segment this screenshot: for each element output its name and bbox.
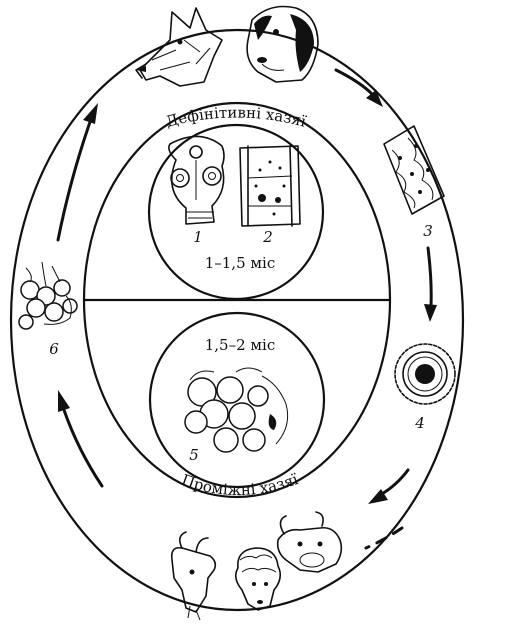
duration-intermediate-label: 1,5–2 міс <box>205 336 276 354</box>
definitive-stage-circle <box>147 123 325 301</box>
cycle-dashed-line <box>364 526 404 550</box>
cycle-arrow <box>56 103 98 242</box>
wolf-head-icon <box>135 7 223 87</box>
stage-number-3: 3 <box>423 222 433 240</box>
gravid-segment-icon <box>383 125 445 215</box>
cycle-arrow <box>424 246 437 322</box>
stage-number-6: 6 <box>49 340 59 358</box>
stage-number-2: 2 <box>262 228 273 246</box>
intermediate-stage-circle <box>148 311 326 489</box>
hydatid-cyst-drawing <box>184 367 289 453</box>
proglottid-stage-drawing <box>239 145 301 227</box>
stage-number-5: 5 <box>189 446 199 464</box>
dog-head-icon <box>246 5 319 83</box>
sheep-head-icon <box>234 547 282 611</box>
definitive-hosts-label: Дефінітивні хазяї <box>164 103 308 130</box>
egg-oncosphere-icon <box>394 343 456 405</box>
scolex-stage-drawing <box>168 135 225 225</box>
stage-number-4: 4 <box>414 414 425 432</box>
cyst-cluster-icon <box>18 261 78 330</box>
outer-cycle-ring <box>9 28 465 612</box>
goat-head-icon <box>170 531 217 621</box>
cycle-arrow <box>58 390 104 488</box>
stage-number-1: 1 <box>193 228 203 246</box>
cycle-arrow <box>334 68 383 107</box>
cycle-arrow <box>368 468 410 504</box>
duration-definitive-label: 1–1,5 міс <box>205 254 276 272</box>
intermediate-hosts-label: Проміжні хазяї <box>179 470 300 499</box>
cow-head-icon <box>276 511 343 573</box>
